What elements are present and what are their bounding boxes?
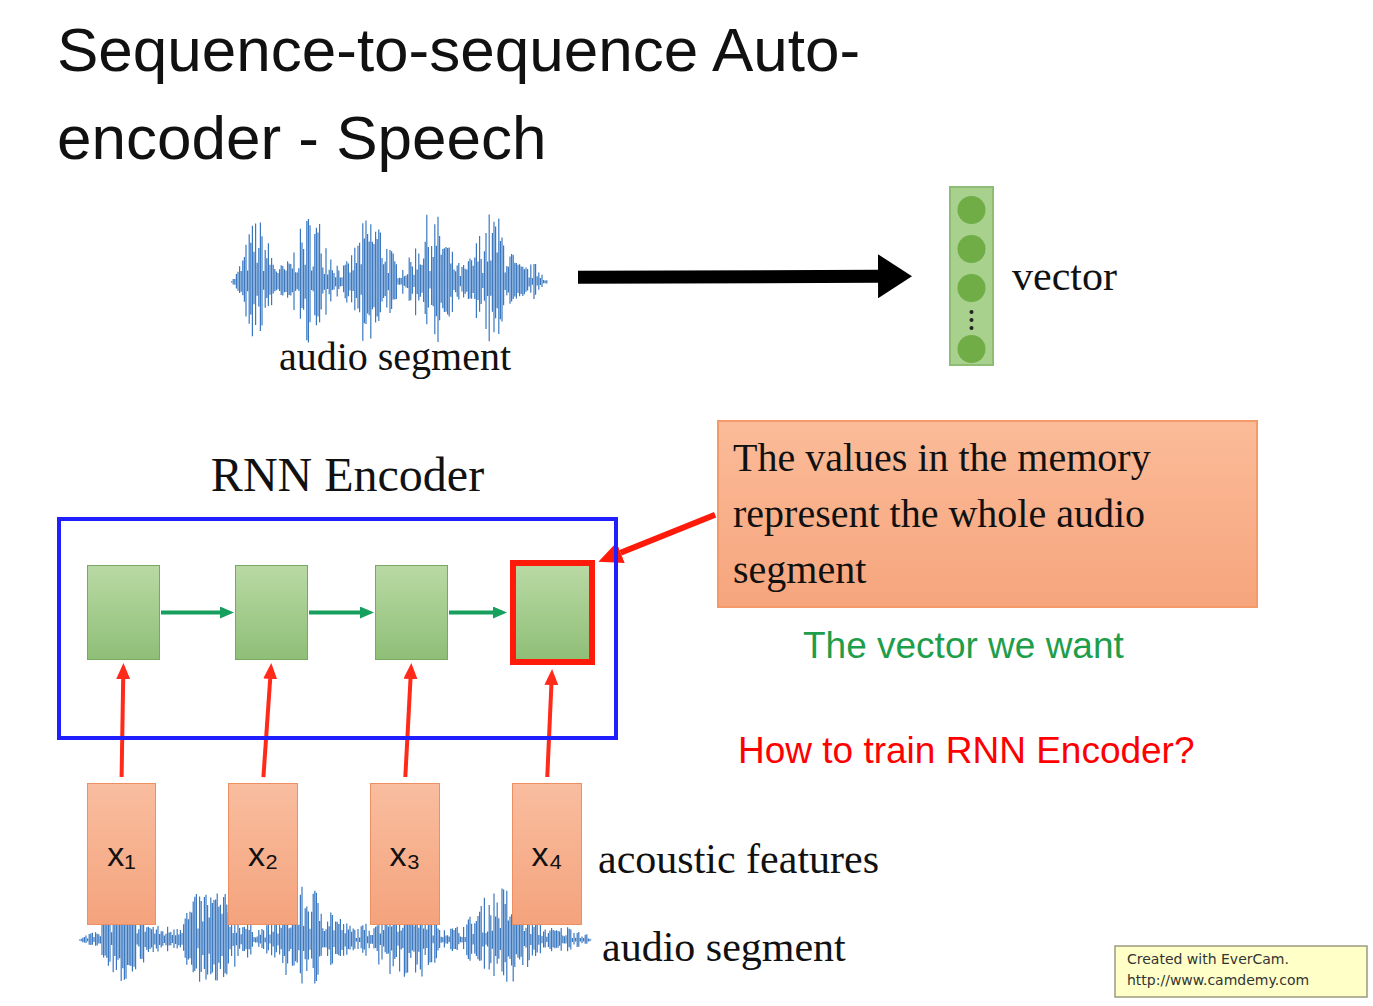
feature-box: x₃ <box>370 783 440 925</box>
recurrent-arrow <box>449 611 493 615</box>
input-arrow <box>263 679 270 777</box>
vector-bar <box>950 187 993 365</box>
vector-column <box>950 187 993 365</box>
question: How to train RNN Encoder? <box>738 729 1195 773</box>
watermark-box <box>1115 946 1367 997</box>
node-label: audio segment <box>279 334 511 380</box>
vector-cell <box>958 335 986 363</box>
feature-box: x₂ <box>228 783 298 925</box>
vector-cell <box>958 274 986 302</box>
axis-note: acoustic features <box>598 834 879 884</box>
feature-box: x₁ <box>87 783 156 925</box>
vector-cell <box>958 235 986 263</box>
ellipsis-dot <box>970 326 974 330</box>
annotation: The vector we want <box>803 624 1124 668</box>
ellipsis-dot <box>970 318 974 322</box>
callout-text: The values in the memory represent the w… <box>733 430 1242 598</box>
vector-cell <box>958 196 986 224</box>
callout-box: The values in the memory represent the w… <box>717 420 1258 608</box>
ellipsis-dot <box>970 310 974 314</box>
node-label: x₁ <box>107 834 135 874</box>
rnn-encoder: RNN Encoder <box>57 445 618 740</box>
feature-box: x₄ <box>512 783 582 925</box>
group-heading: RNN Encoder <box>57 445 618 505</box>
watermark: http://www.camdemy.com <box>1127 972 1309 989</box>
input-arrow <box>122 679 124 777</box>
node-label: x₃ <box>390 834 421 874</box>
recurrent-arrow <box>309 611 360 615</box>
memory-cell <box>87 565 160 660</box>
node-label: x₄ <box>532 834 563 874</box>
node-label: x₂ <box>248 834 278 874</box>
waveform <box>230 215 547 343</box>
memory-cell <box>375 565 448 660</box>
callout-arrow <box>621 515 716 553</box>
memory-cell-final <box>515 565 590 660</box>
recurrent-arrow <box>161 611 220 615</box>
input-arrow <box>405 679 410 777</box>
memory-cell <box>235 565 308 660</box>
audio-waveform: audio segment <box>225 200 565 380</box>
vector-node: vector <box>950 187 1145 365</box>
watermark: Created with EverCam. <box>1127 951 1289 968</box>
axis-note: audio segment <box>602 922 846 972</box>
slide-title: Sequence-to-sequence Auto-encoder - Spee… <box>57 6 877 182</box>
encode-arrow <box>578 276 878 277</box>
node-label: vector <box>1012 251 1117 301</box>
input-arrow <box>547 685 551 777</box>
